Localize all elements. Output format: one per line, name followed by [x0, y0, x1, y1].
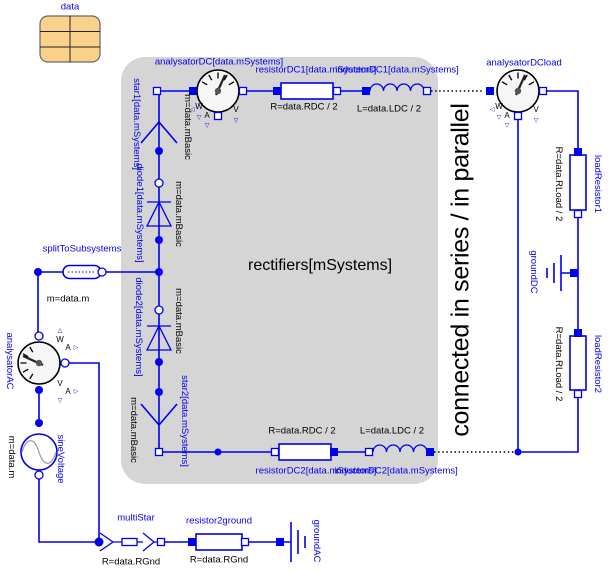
diode1-label: diode1[data.mSystems]: [133, 163, 145, 263]
analysatorDC-volt-mark: V: [233, 105, 239, 114]
sineVoltage-label: sineVoltage: [54, 434, 66, 484]
star1-label: star1[data.mSystems]: [130, 78, 142, 170]
analysatorDCload-left-arrow-icon: ◁: [489, 107, 495, 113]
analysatorDCload-watt-mark: W: [495, 102, 503, 111]
analysatorDC-watt-mark: W: [195, 102, 203, 111]
sineVoltage-component[interactable]: [20, 433, 58, 471]
groundDC-component[interactable]: [546, 255, 570, 291]
multiStar-param: R=data.RGnd: [101, 556, 161, 568]
analysatorDCload-w-arrow-icon: ▽: [496, 115, 502, 121]
star1-param: m=data.mBasic: [181, 94, 193, 160]
groundAC-label: groundAC: [310, 519, 322, 563]
groundAC-component[interactable]: [284, 522, 306, 562]
inductorDC2-label: inductorDC2[data.mSystems]: [334, 465, 458, 477]
analysatorDCload-amp-mark: A: [504, 111, 510, 120]
analysatorDCload-a-arrow-icon: ▽: [504, 123, 510, 129]
star2-component[interactable]: [140, 403, 178, 426]
resistor2ground-component[interactable]: [195, 533, 243, 551]
inductorDC1-label: inductorDC1[data.mSystems]: [335, 64, 459, 76]
analysatorDC-label: analysatorDC[data.mSystems]: [154, 56, 284, 68]
resistorDC2-component[interactable]: [278, 443, 332, 461]
analysatorDC-amp-mark: A: [204, 111, 210, 120]
diode1-component[interactable]: [145, 200, 173, 227]
pins-and-junctions: [34, 86, 583, 547]
data-record-label: data: [60, 1, 80, 13]
analysatorDCload-v-arrow-icon: ▽: [533, 118, 539, 124]
inductorDC2-component[interactable]: [372, 444, 428, 453]
resistorDC1-component[interactable]: [280, 82, 334, 100]
groundDC-label: groundDC: [527, 250, 539, 294]
analysatorDC-a-arrow-icon: ▽: [204, 123, 210, 129]
multiStar-label: multiStar: [117, 512, 155, 524]
sineVoltage-param: m=data.m: [5, 435, 17, 479]
rectifiers-caption: rectifiers[mSystems]: [247, 257, 393, 274]
resistorDC2-label: resistorDC2[data.mSystems]: [255, 465, 377, 477]
analysatorDCload-volt-mark: V: [533, 105, 539, 114]
analysatorAC-volt-mark: V: [57, 379, 63, 388]
loadResistor2-component[interactable]: [569, 335, 587, 391]
splitToSubsystems-component[interactable]: [62, 264, 102, 280]
loadResistor1-component[interactable]: [569, 154, 587, 211]
loadResistor1-param: R=data.RLoad / 2: [552, 146, 564, 222]
rectifiers-group-box[interactable]: [121, 57, 438, 484]
loadResistor2-label: loadResistor2: [591, 334, 603, 394]
resistor2ground-label: resistor2ground: [185, 515, 253, 527]
loadResistor2-param: R=data.RLoad / 2: [552, 326, 564, 402]
analysatorDC-w-arrow-icon: ▽: [196, 115, 202, 121]
resistorDC1-label: resistorDC1[data.mSystems]: [255, 64, 377, 76]
diode1-param: m=data.mBasic: [172, 181, 184, 247]
splitToSubsystems-param: m=data.m: [46, 293, 90, 305]
diode2-component[interactable]: [145, 324, 173, 351]
star1-component[interactable]: [140, 121, 178, 144]
analysatorDCload-label: analysatorDCload: [486, 57, 562, 69]
analysatorAC-a2-arrow-icon: ▷: [73, 389, 79, 395]
resistor2ground-param: R=data.RGnd: [189, 554, 249, 566]
multiStar-component[interactable]: [99, 532, 157, 552]
analysatorAC-amp-mark: A: [65, 343, 71, 352]
analysatorDC-left-arrow-icon: ◁: [189, 107, 195, 113]
resistorDC2-param: R=data.RDC / 2: [268, 425, 336, 437]
diode2-label: diode2[data.mSystems]: [132, 277, 144, 377]
diode2-param: m=data.mBasic: [172, 288, 184, 354]
star2-param: m=data.mBasic: [127, 397, 139, 463]
series-parallel-note: connected in series / in parallel: [446, 103, 475, 437]
splitToSubsystems-label: splitToSubsystems: [42, 243, 122, 255]
resistorDC1-param: R=data.RDC / 2: [270, 101, 338, 113]
analysatorAC-watt-mark: W: [56, 335, 64, 344]
inductorDC1-param: L=data.LDC / 2: [356, 103, 422, 115]
analysatorAC-v-arrow-icon: ▽: [57, 398, 63, 404]
inductorDC2-param: L=data.LDC / 2: [359, 425, 425, 437]
analysatorDC-v-arrow-icon: ▽: [233, 118, 239, 124]
analysatorAC-w-arrow-icon: △: [57, 328, 63, 334]
data-record-icon[interactable]: [39, 15, 101, 63]
analysatorAC-label: analysatorAC: [3, 332, 15, 390]
analysatorAC-a-arrow-icon: ▷: [73, 345, 79, 351]
analysatorAC-amp2-mark: A: [65, 387, 71, 396]
inductorDC1-component[interactable]: [369, 83, 425, 92]
star2-label: star2[data.mSystems]: [178, 375, 190, 467]
analysatorAC-gauge[interactable]: [16, 340, 62, 386]
loadResistor1-label: loadResistor1: [591, 154, 603, 214]
